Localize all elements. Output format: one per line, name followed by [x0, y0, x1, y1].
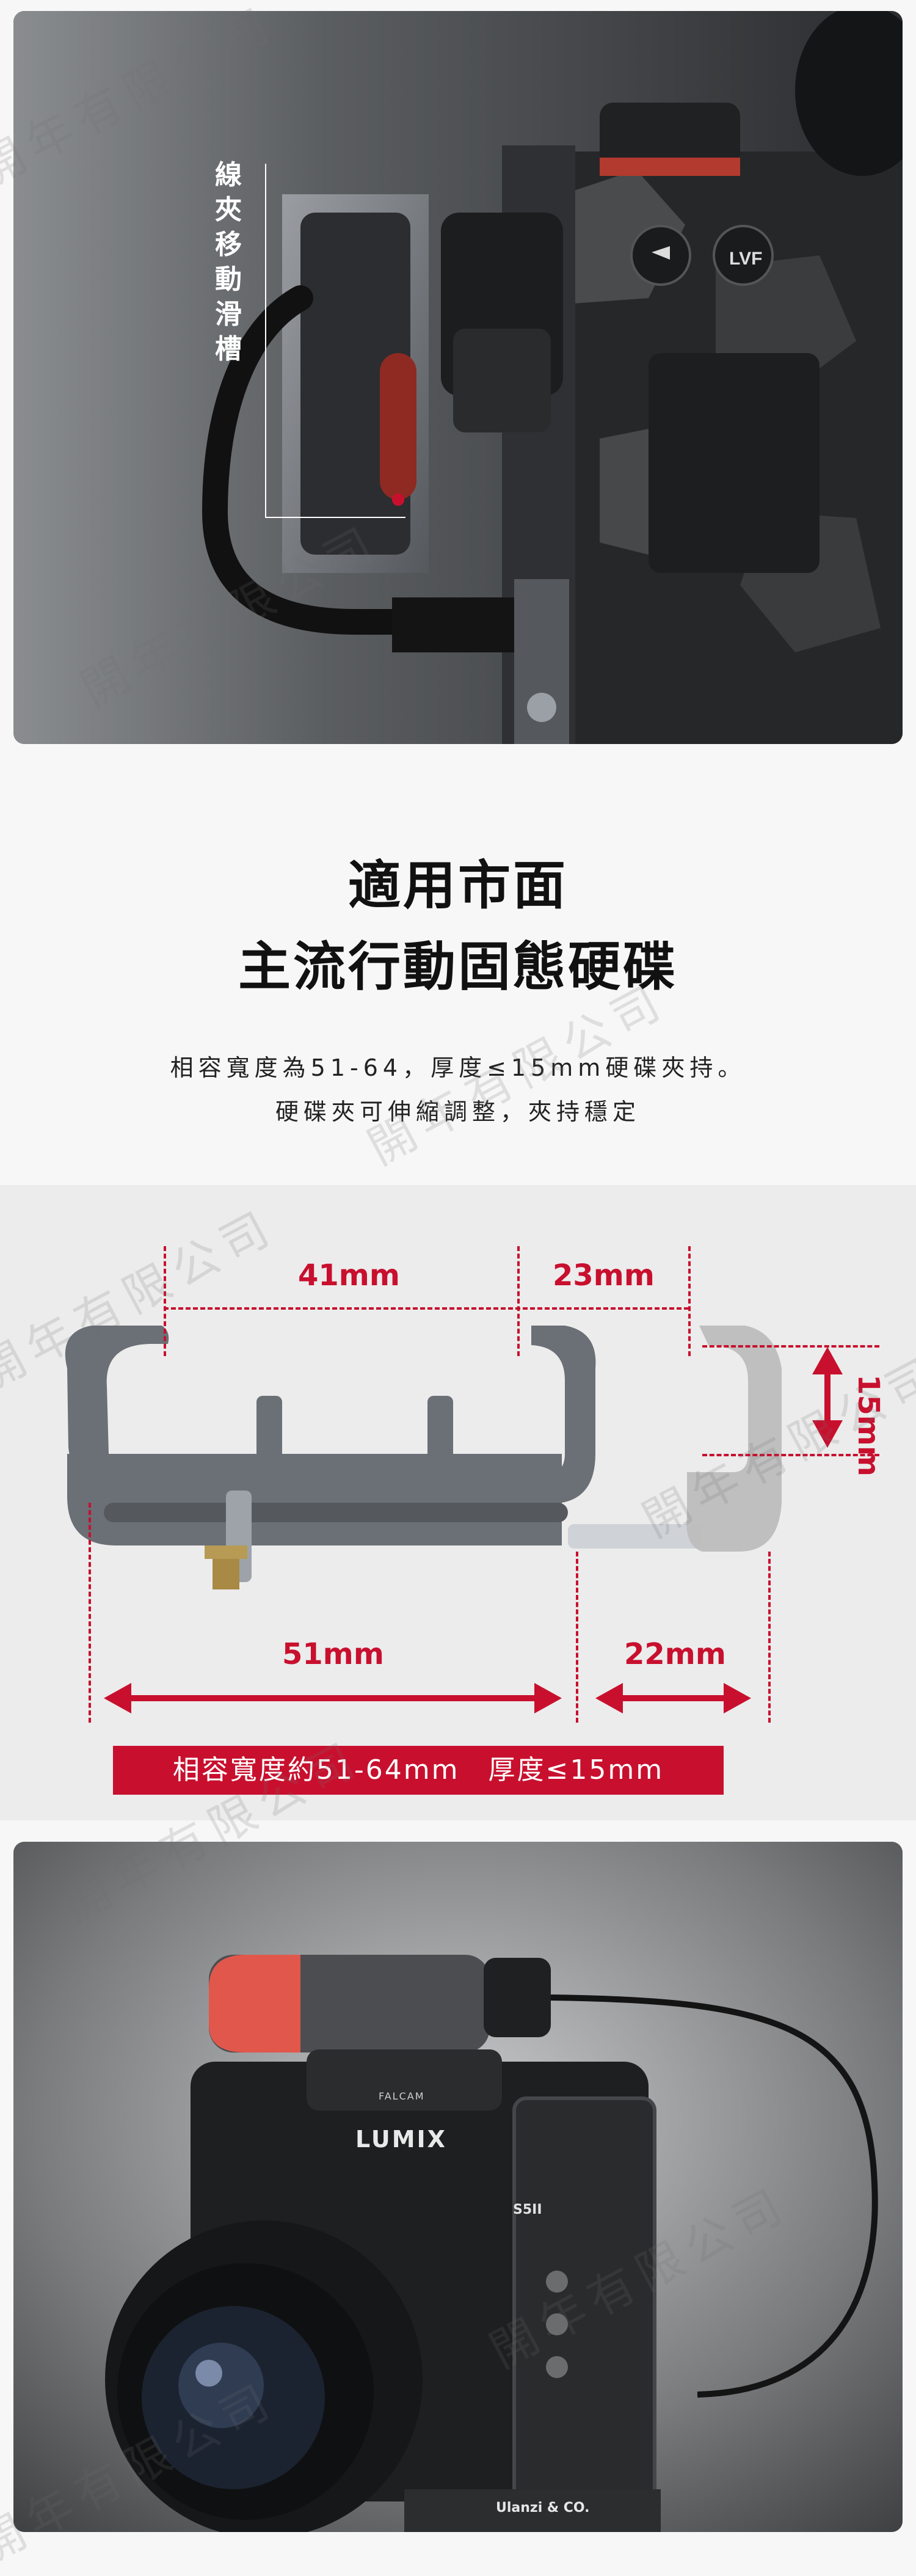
- top-product-photo: LVF 線夾移動滑槽: [13, 11, 903, 744]
- clamp-body: [67, 1454, 562, 1545]
- dim-label-41mm: 41mm: [298, 1258, 400, 1293]
- camera-brand-label: LUMIX: [355, 2126, 447, 2153]
- dim-label-22mm: 22mm: [624, 1637, 726, 1671]
- base-brand-label: Ulanzi & CO.: [496, 2500, 590, 2516]
- guide-middle: [517, 1246, 520, 1356]
- dim-label-23mm: 23mm: [553, 1258, 655, 1293]
- lvf-button-label: LVF: [729, 249, 762, 269]
- description-line2: 硬碟夾可伸縮調整，夾持穩定: [275, 1098, 641, 1125]
- dimension-diagram: 41mm 23mm 15mm 51mm 22mm 相容寬度約51-64mm 厚度…: [0, 1185, 916, 1820]
- camera-model-badge: S5II: [513, 2202, 542, 2217]
- guide-bottom-mid: [576, 1552, 578, 1723]
- description-line1: 相容寬度為51-64，厚度≤15mm硬碟夾持。: [170, 1054, 746, 1081]
- bottom-product-photo: LUMIX FALCAM S5II Ulanzi & CO.: [13, 1842, 903, 2532]
- dim-label-15mm: 15mm: [851, 1374, 885, 1476]
- clamp-ghost-jaw: [686, 1326, 782, 1552]
- slider-caption-line-end: [265, 517, 405, 518]
- headline-line1: 適用市面: [348, 855, 568, 916]
- width-arrow-51mm: [104, 1683, 562, 1713]
- clamp-left-jaw: [65, 1326, 169, 1491]
- guide-thickness-bottom: [702, 1454, 879, 1456]
- guide-top-width: [164, 1307, 689, 1310]
- extension-arrow-22mm: [595, 1683, 751, 1713]
- slider-vertical-caption: 線夾移動滑槽: [215, 159, 242, 365]
- guide-left: [164, 1246, 166, 1356]
- thickness-arrow-15mm: [812, 1347, 843, 1448]
- guide-bottom-right: [768, 1552, 771, 1723]
- guide-right: [688, 1246, 691, 1356]
- cage-brand-label: FALCAM: [379, 2090, 425, 2102]
- slider-caption-line: [265, 164, 266, 518]
- headline-line2: 主流行動固態硬碟: [238, 936, 678, 998]
- compatibility-banner-text: 相容寬度約51-64mm 厚度≤15mm: [172, 1754, 664, 1786]
- guide-bottom-left: [89, 1503, 91, 1723]
- clamp-right-jaw: [519, 1326, 596, 1503]
- camera-with-ssd-illustration: [13, 1842, 903, 2532]
- clamp-drawing: [65, 1326, 843, 1713]
- compatibility-banner: 相容寬度約51-64mm 厚度≤15mm: [113, 1746, 724, 1795]
- dim-label-51mm: 51mm: [282, 1637, 384, 1671]
- camera-cage-closeup-illustration: LVF: [13, 11, 903, 744]
- guide-thickness-top: [702, 1345, 879, 1348]
